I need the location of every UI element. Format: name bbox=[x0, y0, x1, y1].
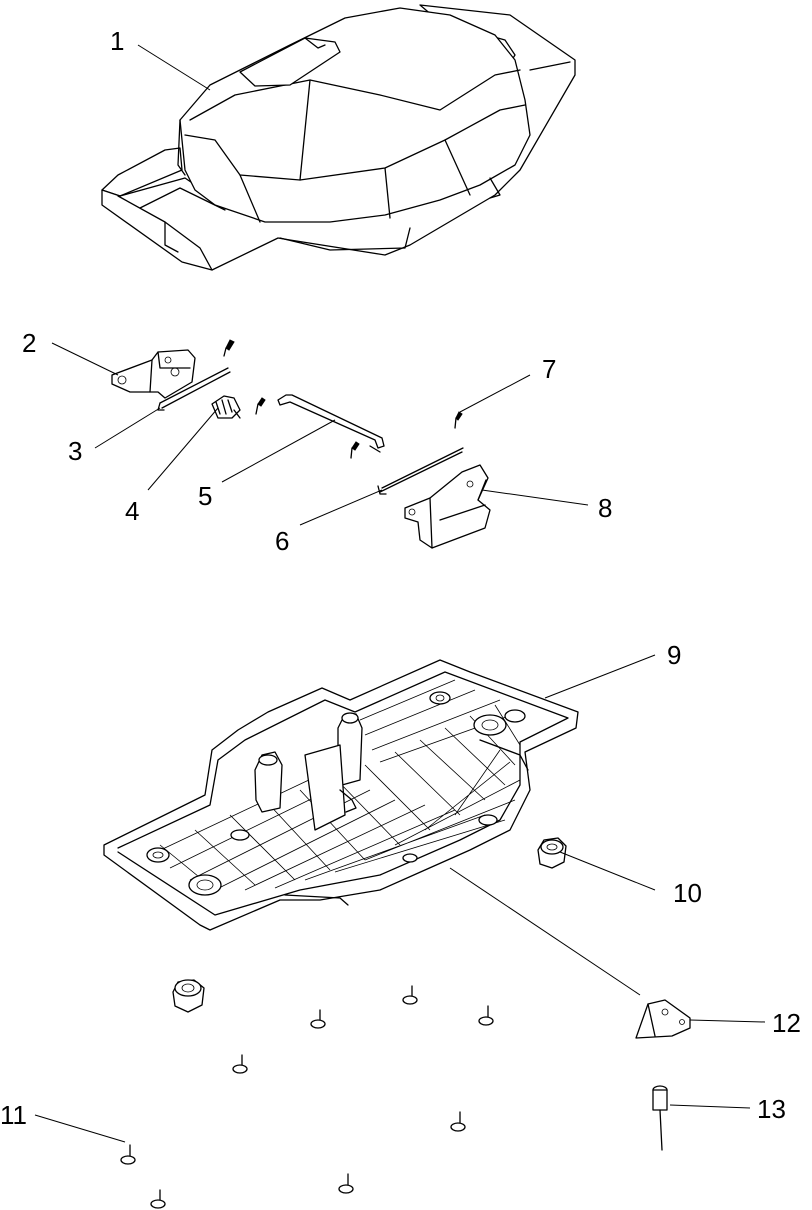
part-13-rivet bbox=[652, 1085, 668, 1151]
callout-1: 1 bbox=[110, 26, 124, 56]
screw-5 bbox=[402, 985, 418, 1005]
screw-4 bbox=[310, 1009, 326, 1029]
screw-1 bbox=[120, 1144, 136, 1165]
leader-lines bbox=[34, 44, 766, 1143]
part-8-latch-plate bbox=[404, 464, 491, 549]
part-9-seat-base-pan bbox=[103, 659, 579, 931]
callout-10: 10 bbox=[673, 878, 702, 908]
part-1-seat bbox=[101, 4, 576, 271]
callout-12: 12 bbox=[772, 1008, 801, 1038]
part-2-latch-bracket bbox=[111, 349, 196, 399]
part-5-bent-rod bbox=[277, 394, 385, 453]
small-screws-group bbox=[223, 339, 463, 459]
callout-13: 13 bbox=[757, 1094, 786, 1124]
part-6-rod bbox=[377, 447, 464, 495]
callout-labels: 1 2 3 4 5 6 7 8 9 10 11 12 13 bbox=[0, 26, 801, 1130]
callout-7: 7 bbox=[542, 354, 556, 384]
screw-3 bbox=[232, 1054, 248, 1074]
callout-8: 8 bbox=[598, 493, 612, 523]
screw-8 bbox=[338, 1173, 354, 1194]
part-4-spring-latch bbox=[211, 395, 241, 419]
screw-6 bbox=[478, 1005, 494, 1026]
callout-6: 6 bbox=[275, 526, 289, 556]
screw-2 bbox=[150, 1189, 166, 1209]
callout-5: 5 bbox=[198, 481, 212, 511]
callout-9: 9 bbox=[667, 640, 681, 670]
part-3-rod bbox=[157, 367, 231, 411]
part-12-bracket bbox=[635, 999, 691, 1039]
callout-3: 3 bbox=[68, 436, 82, 466]
nut-lower-left bbox=[172, 979, 205, 1013]
callout-4: 4 bbox=[125, 496, 139, 526]
callout-2: 2 bbox=[22, 328, 36, 358]
screw-7 bbox=[450, 1111, 466, 1132]
callout-11: 11 bbox=[0, 1100, 27, 1130]
part-11-screws bbox=[120, 985, 494, 1209]
